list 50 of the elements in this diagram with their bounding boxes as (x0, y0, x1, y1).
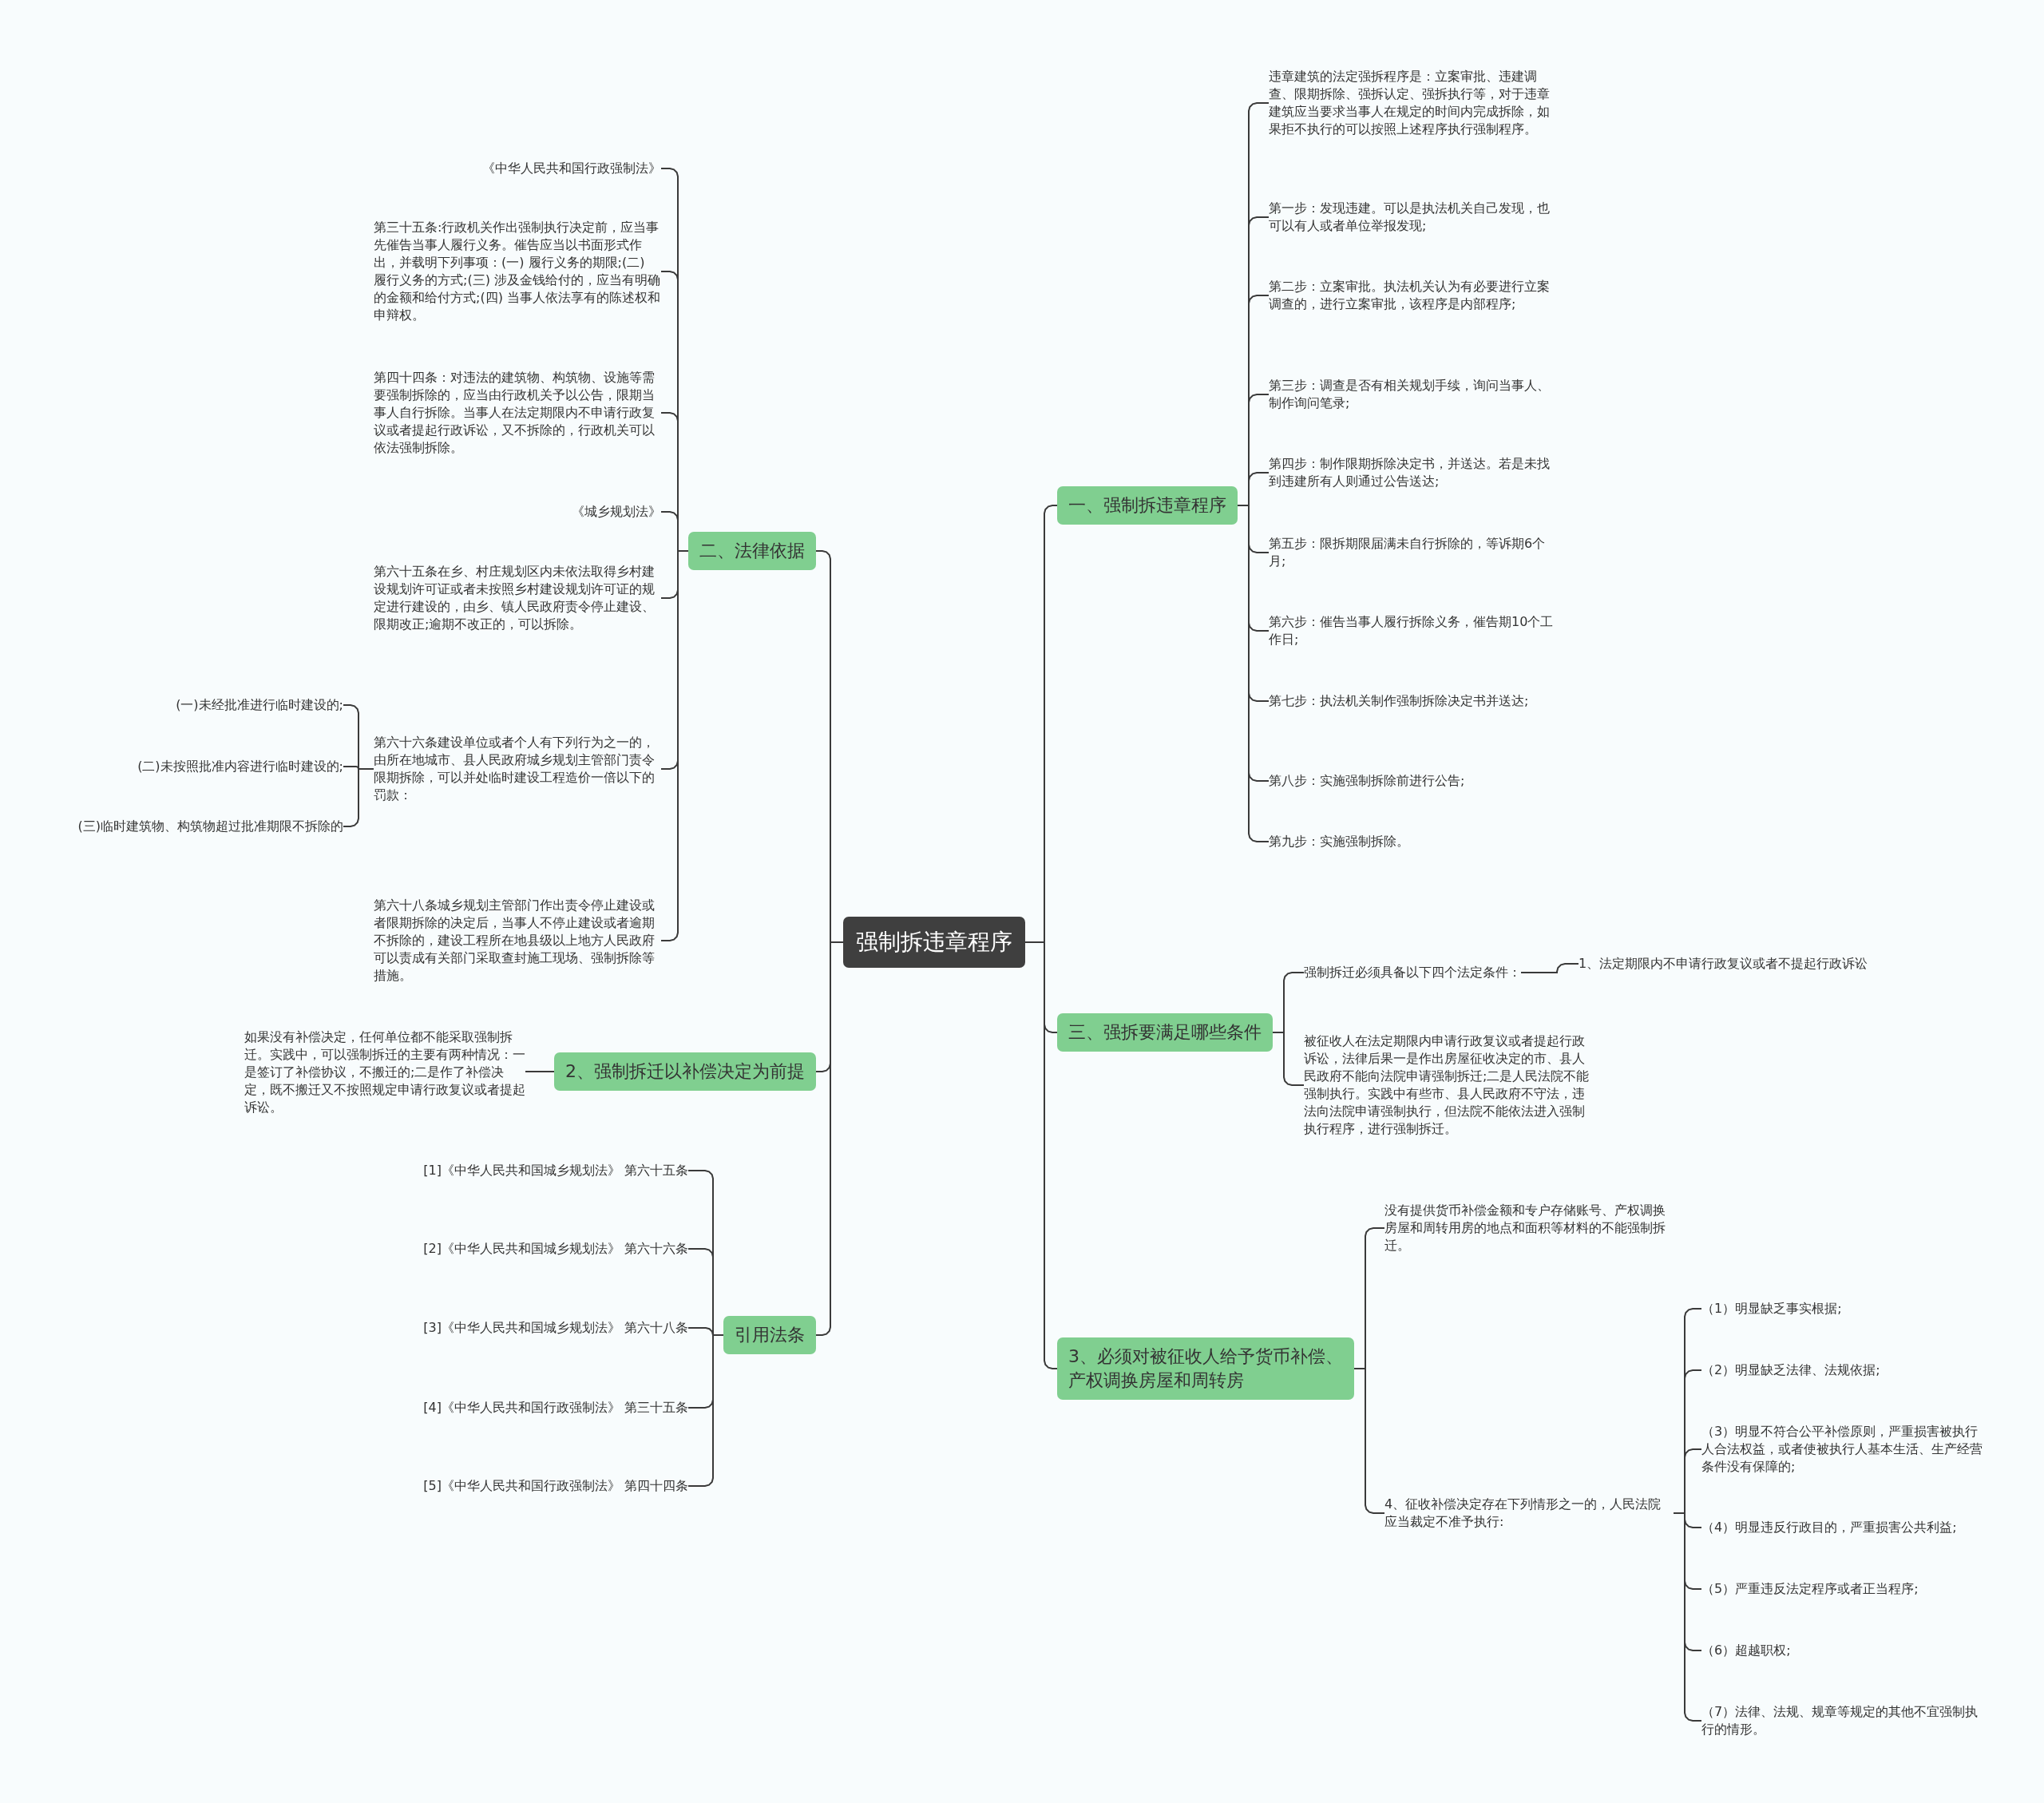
topic-text: （1）明显缺乏事实根据; (1701, 1300, 1842, 1318)
connector-line (687, 1334, 724, 1487)
topic-text: 违章建筑的法定强拆程序是：立案审批、违建调查、限期拆除、强拆认定、强拆执行等，对于违章建筑应当要求当事人在规定的时间内完成拆除，如果拒不执行的可以按照上述程序执行强制程序。 (1269, 68, 1556, 138)
topic-text: （5）严重违反法定程序或者正当程序; (1701, 1580, 1919, 1598)
topic-text: [4]《中华人民共和国行政强制法》 第三十五条 (423, 1399, 688, 1417)
topic-text: 第四十四条：对违法的建筑物、构筑物、设施等需要强制拆除的，应当由行政机关予以公告，限期当事人自行拆除。当事人在法定期限内不申请行政复议或者提起行政诉讼，又不拆除的，行政机关可以依法强制拆除。 (374, 369, 661, 457)
topic-text: 第一步：发现违建。可以是执法机关自己发现，也可以有人或者单位举报发现; (1269, 200, 1556, 235)
topic-text: 《中华人民共和国行政强制法》 (482, 160, 661, 177)
branch-topic: 二、法律依据 (688, 532, 816, 570)
topic-text: 第五步：限拆期限届满未自行拆除的，等诉期6个月; (1269, 535, 1556, 570)
connector-line (343, 768, 374, 827)
topic-text: （6）超越职权; (1701, 1642, 1791, 1659)
topic-text: 被征收人在法定期限内申请行政复议或者提起行政诉讼，法律后果一是作出房屋征收决定的市、县人民政府不能向法院申请强制拆迁;二是人民法院不能强制执行。实践中有些市、县人民政府不守法，违法向法院申请强制执行，但法院不能依法进入强制执行程序，进行强制拆迁。 (1304, 1032, 1590, 1138)
topic-text: [2]《中华人民共和国城乡规划法》 第六十六条 (423, 1240, 688, 1258)
topic-text: [5]《中华人民共和国行政强制法》 第四十四条 (423, 1477, 688, 1495)
branch-topic: 一、强制拆违章程序 (1057, 486, 1238, 525)
branch-topic: 引用法条 (723, 1316, 816, 1354)
topic-text: (三)临时建筑物、构筑物超过批准期限不拆除的 (77, 818, 343, 835)
topic-text: 第二步：立案审批。执法机关认为有必要进行立案调查的，进行立案审批，该程序是内部程序; (1269, 278, 1556, 313)
topic-text: 强制拆迁必须具备以下四个法定条件： (1304, 964, 1521, 981)
topic-text: 第六十六条建设单位或者个人有下列行为之一的，由所在地城市、县人民政府城乡规划主管部门责令限期拆除，可以并处临时建设工程造价一倍以下的罚款： (374, 734, 661, 804)
topic-text: 第八步：实施强制拆除前进行公告; (1269, 772, 1465, 790)
topic-text: 第六十八条城乡规划主管部门作出责令停止建设或者限期拆除的决定后，当事人不停止建设或者逾期不拆除的，建设工程所在地县级以上地方人民政府可以责成有关部门采取查封施工现场、强制拆除等措施。 (374, 897, 661, 985)
topic-text: （3）明显不符合公平补偿原则，严重损害被执行人合法权益，或者使被执行人基本生活、生产经营条件没有保障的; (1701, 1423, 1983, 1476)
topic-text: 第九步：实施强制拆除。 (1269, 833, 1409, 850)
topic-text: 第三步：调查是否有相关规划手续，询问当事人、制作询问笔录; (1269, 377, 1556, 412)
topic-text: （4）明显违反行政目的，严重损害公共利益; (1701, 1519, 1957, 1536)
topic-text: 4、征收补偿决定存在下列情形之一的，人民法院应当裁定不准予执行: (1384, 1496, 1674, 1531)
topic-text: 第六十五条在乡、村庄规划区内未依法取得乡村建设规划许可证或者未按照乡村建设规划许可证的规定进行建设的，由乡、镇人民政府责令停止建设、限期改正;逾期不改正的，可以拆除。 (374, 563, 661, 633)
topic-text: [1]《中华人民共和国城乡规划法》 第六十五条 (423, 1162, 688, 1179)
topic-text: （7）法律、法规、规章等规定的其他不宜强制执行的情形。 (1701, 1703, 1983, 1738)
connector-line (525, 1071, 555, 1072)
connector-line (1673, 1512, 1702, 1722)
topic-text: 1、法定期限内不申请行政复议或者不提起行政诉讼 (1579, 955, 1868, 973)
connector-line (1520, 963, 1579, 973)
topic-text: (一)未经批准进行临时建设的; (176, 696, 343, 714)
topic-text: 没有提供货币补偿金额和专户存储账号、产权调换房屋和周转用房的地点和面积等材料的不能强制拆迁。 (1384, 1202, 1674, 1254)
topic-text: (二)未按照批准内容进行临时建设的; (137, 758, 343, 775)
central-topic: 强制拆违章程序 (843, 917, 1025, 968)
topic-text: 第七步：执法机关制作强制拆除决定书并送达; (1269, 692, 1529, 710)
topic-text: [3]《中华人民共和国城乡规划法》 第六十八条 (423, 1319, 688, 1337)
branch-topic: 2、强制拆迁以补偿决定为前提 (554, 1052, 816, 1091)
topic-text: 《城乡规划法》 (572, 503, 661, 521)
topic-text: 第三十五条:行政机关作出强制执行决定前，应当事先催告当事人履行义务。催告应当以书面形式作出，并载明下列事项：(一) 履行义务的期限;(二) 履行义务的方式;(三) 涉及金钱给付的，应当有明确的金额和给付方式;(四) 当事人依法享有的陈述权和申辩权。 (374, 219, 661, 324)
topic-text: （2）明显缺乏法律、法规依据; (1701, 1361, 1880, 1379)
topic-text: 第四步：制作限期拆除决定书，并送达。若是未找到违建所有人则通过公告送达; (1269, 455, 1556, 490)
branch-topic: 三、强拆要满足哪些条件 (1057, 1013, 1273, 1052)
topic-text: 第六步：催告当事人履行拆除义务，催告期10个工作日; (1269, 613, 1556, 648)
branch-topic: 3、必须对被征收人给予货币补偿、产权调换房屋和周转房 (1057, 1337, 1354, 1400)
topic-text: 如果没有补偿决定，任何单位都不能采取强制拆迁。实践中，可以强制拆迁的主要有两种情况：一是签订了补偿协议，不搬迁的;二是作了补偿决定，既不搬迁又不按照规定申请行政复议或者提起诉讼。 (244, 1028, 525, 1116)
